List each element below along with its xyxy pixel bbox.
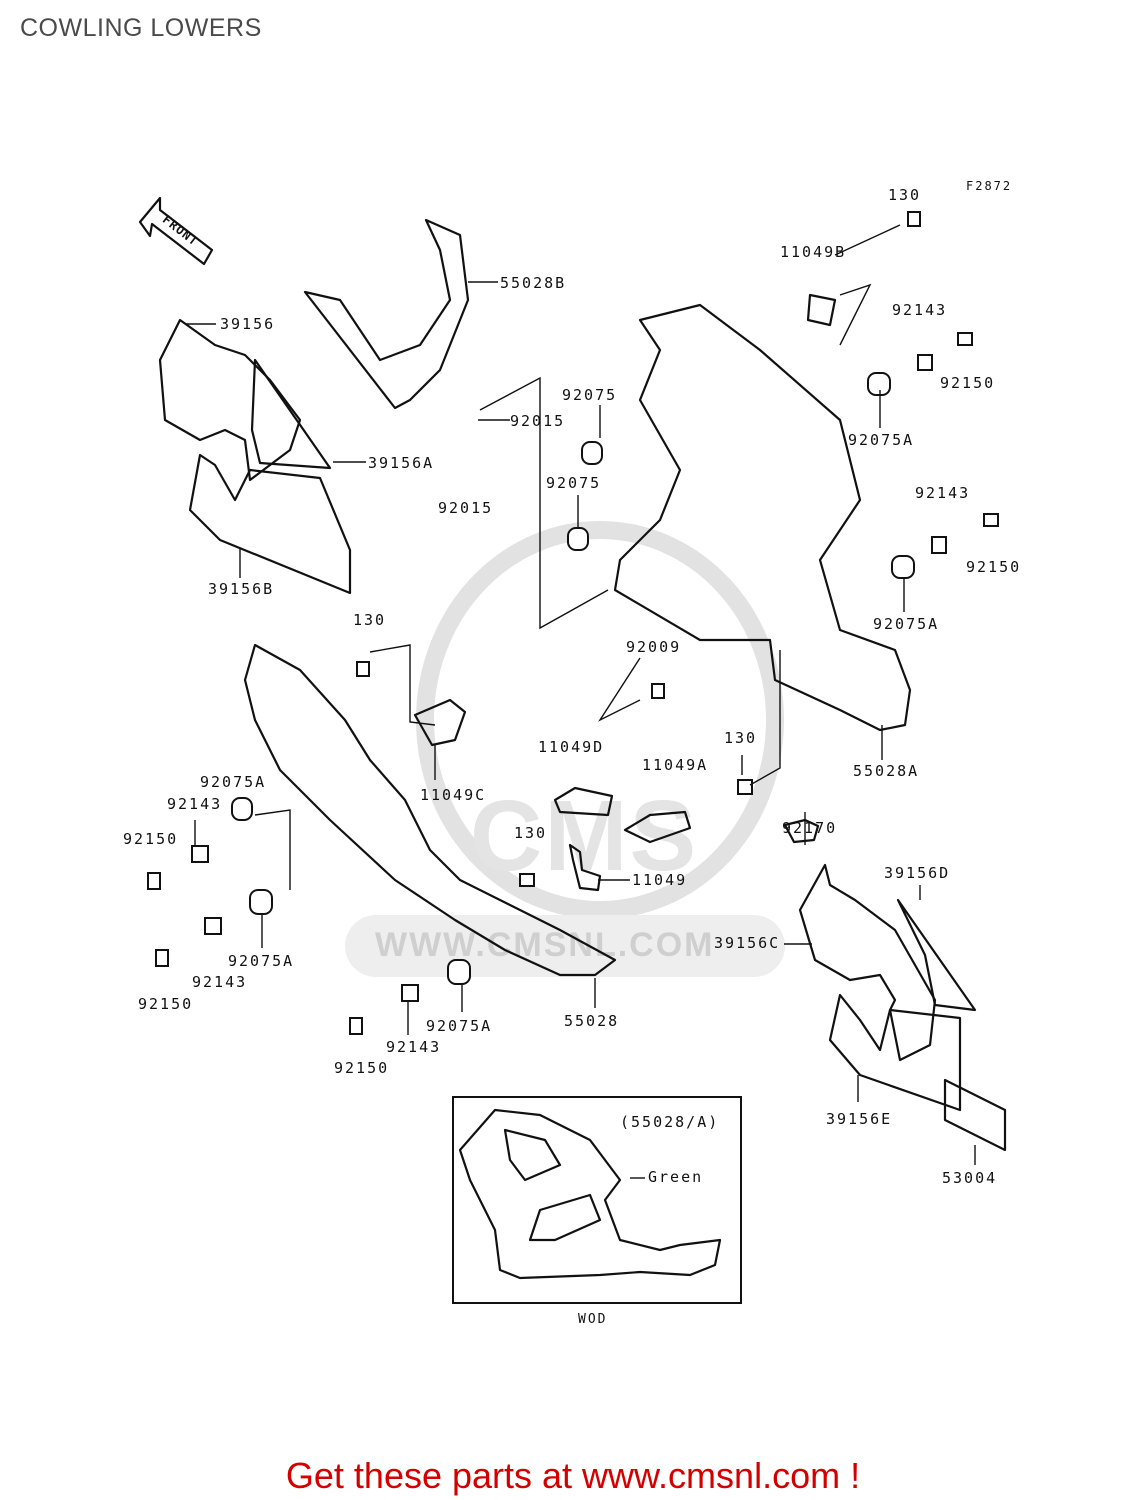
- figure-code: F2872: [966, 179, 1012, 193]
- callout: 11049: [632, 871, 687, 889]
- callout: 92075A: [200, 773, 266, 791]
- callout: 11049D: [538, 738, 604, 756]
- callout: 130: [514, 824, 547, 842]
- callout: 92075A: [848, 431, 914, 449]
- callout: 55028B: [500, 274, 566, 292]
- callout: 92015: [438, 499, 493, 517]
- front-label: FRONT: [160, 212, 201, 248]
- callout: 92170: [782, 819, 837, 837]
- callout: 39156A: [368, 454, 434, 472]
- inset-variant-label: WOD: [578, 1312, 607, 1327]
- inset-box: (55028/A) Green WOD: [452, 1096, 742, 1327]
- callout: 130: [888, 186, 921, 204]
- callout: 92143: [386, 1038, 441, 1056]
- part-11049c: [413, 698, 467, 747]
- inset-color-label: Green: [648, 1168, 703, 1186]
- part-11049b: [806, 293, 837, 327]
- part-39156d: [896, 898, 977, 1012]
- page-title: COWLING LOWERS: [20, 14, 262, 42]
- part-55028b: [303, 218, 470, 410]
- callout: 92143: [167, 795, 222, 813]
- callout: 92150: [966, 558, 1021, 576]
- footer-promo[interactable]: Get these parts at www.cmsnl.com !: [0, 1455, 1146, 1497]
- callout: 53004: [942, 1169, 997, 1187]
- callout: 92150: [334, 1059, 389, 1077]
- callout: 11049B: [780, 243, 846, 261]
- callout: 39156E: [826, 1110, 892, 1128]
- inset-note: (55028/A): [620, 1113, 719, 1131]
- callout-labels: 130 11049B 92143 92150 55028B 39156 9207…: [123, 186, 1021, 1187]
- callout: 11049C: [420, 786, 486, 804]
- part-39156e: [828, 993, 962, 1112]
- callout: 92075A: [873, 615, 939, 633]
- callout: 11049A: [642, 756, 708, 774]
- part-39156b: [188, 453, 352, 595]
- hardware: [147, 211, 999, 1035]
- front-arrow-icon: FRONT: [138, 196, 214, 266]
- callout: 92075: [562, 386, 617, 404]
- leader-lines: [185, 224, 976, 1165]
- watermark-cms: CMS: [470, 780, 698, 892]
- callout: 92143: [915, 484, 970, 502]
- callout: 39156C: [714, 934, 780, 952]
- callout: 55028A: [853, 762, 919, 780]
- part-39156c: [798, 863, 937, 1062]
- callout: 39156: [220, 315, 275, 333]
- callout: 92150: [138, 995, 193, 1013]
- callout: 92015: [510, 412, 565, 430]
- callout: 55028: [564, 1012, 619, 1030]
- callout: 130: [724, 729, 757, 747]
- callout: 92075A: [426, 1017, 492, 1035]
- callout: 92075A: [228, 952, 294, 970]
- part-11049a: [623, 810, 692, 844]
- callout: 39156D: [884, 864, 950, 882]
- callout: 92143: [192, 973, 247, 991]
- footer-link[interactable]: Get these parts at www.cmsnl.com !: [285, 1455, 861, 1496]
- part-11049: [568, 843, 602, 892]
- part-11049d: [553, 786, 614, 817]
- part-39156: [158, 318, 302, 482]
- watermark-text: WWW.CMSNL.COM: [375, 926, 715, 964]
- part-53004: [943, 1078, 1007, 1152]
- inset-cowling: [458, 1108, 722, 1280]
- part-55028: [243, 643, 617, 977]
- part-outlines: [158, 218, 1007, 1152]
- part-39156a: [250, 358, 332, 470]
- callout: 92150: [123, 830, 178, 848]
- callout: 92143: [892, 301, 947, 319]
- callout: 92009: [626, 638, 681, 656]
- part-92170: [783, 818, 820, 844]
- callout: 39156B: [208, 580, 274, 598]
- part-55028a: [613, 303, 912, 732]
- callout: 92150: [940, 374, 995, 392]
- callout: 92075: [546, 474, 601, 492]
- callout: 130: [353, 611, 386, 629]
